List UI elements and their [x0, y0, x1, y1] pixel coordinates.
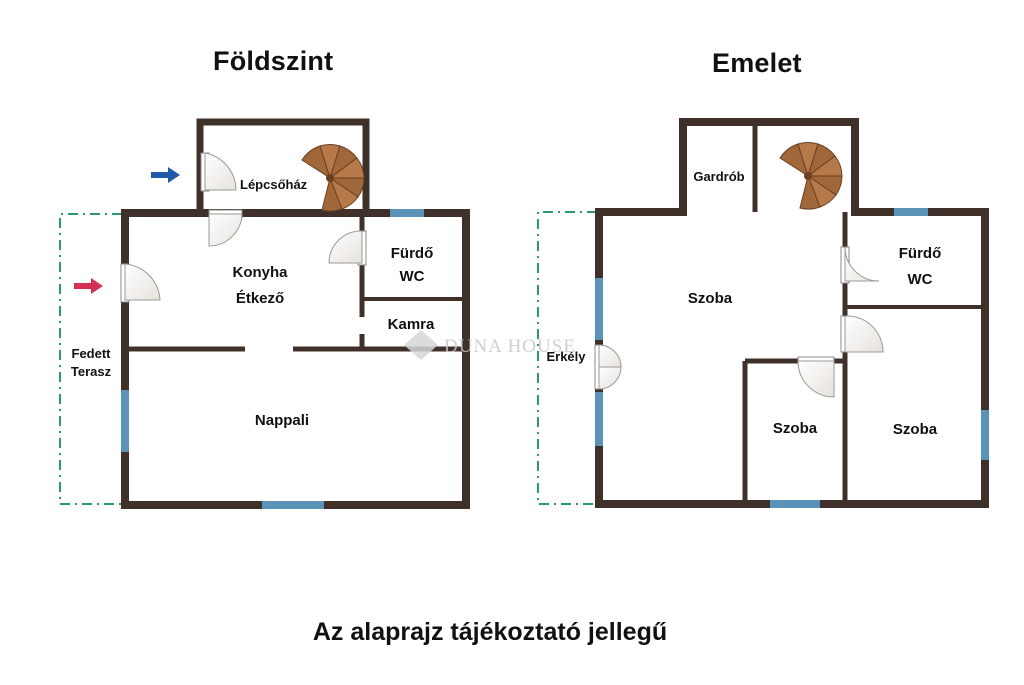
disclaimer-note: Az alaprajz tájékoztató jellegű: [312, 618, 668, 646]
window: [121, 390, 129, 452]
wc-label: WC: [400, 268, 425, 285]
stairwell-label: Lépcsőház: [240, 177, 308, 192]
window: [595, 278, 603, 340]
balcony-label: Erkély: [546, 349, 586, 364]
terrace-outline: [59, 213, 122, 505]
door: [200, 152, 237, 192]
door: [840, 246, 880, 284]
right-room-label: Szoba: [893, 421, 938, 438]
entry-arrow-icon: [151, 167, 180, 183]
window: [595, 392, 603, 446]
door: [208, 209, 243, 247]
window: [894, 208, 928, 216]
door: [797, 356, 835, 398]
door: [328, 230, 367, 266]
door: [840, 315, 884, 353]
bathroom-label: Fürdő: [391, 245, 434, 262]
window: [770, 500, 820, 508]
wardrobe-label: Gardrób: [693, 169, 744, 184]
window: [390, 209, 424, 217]
upper-wc-label: WC: [908, 271, 933, 288]
window: [981, 410, 989, 460]
watermark-logo-icon: [404, 330, 438, 360]
balcony-door: [594, 344, 622, 390]
ground-floor-title: Földszint: [213, 46, 334, 76]
upper-outer-walls: [595, 118, 989, 508]
spiral-staircase-icon: [779, 142, 843, 210]
terrace-label-line2: Terasz: [71, 364, 112, 379]
kitchen-label: Konyha: [232, 264, 288, 281]
upper-floor-plan: Gardrób Szoba Fürdő WC Erkély Szoba Szob…: [537, 118, 989, 508]
small-room-label: Szoba: [773, 420, 818, 437]
upper-bathroom-label: Fürdő: [899, 245, 942, 262]
balcony-outline: [537, 211, 597, 505]
duna-house-watermark: DUNA HOUSE: [404, 330, 576, 360]
terrace-label-line1: Fedett: [72, 346, 112, 361]
living-room-label: Nappali: [255, 412, 309, 429]
upper-floor-title: Emelet: [712, 48, 802, 78]
ground-floor-plan: Lépcsőház Konyha Étkező Fürdő WC Kamra N…: [59, 118, 470, 509]
stairwell-walls: [196, 118, 370, 213]
pantry-label: Kamra: [388, 316, 435, 333]
window: [262, 501, 324, 509]
watermark-text: DUNA HOUSE: [444, 336, 576, 357]
room-label: Szoba: [688, 290, 733, 307]
terrace-entry-arrow-icon: [74, 278, 103, 294]
dining-label: Étkező: [236, 290, 284, 307]
spiral-staircase-icon: [301, 144, 365, 212]
door: [120, 263, 161, 303]
